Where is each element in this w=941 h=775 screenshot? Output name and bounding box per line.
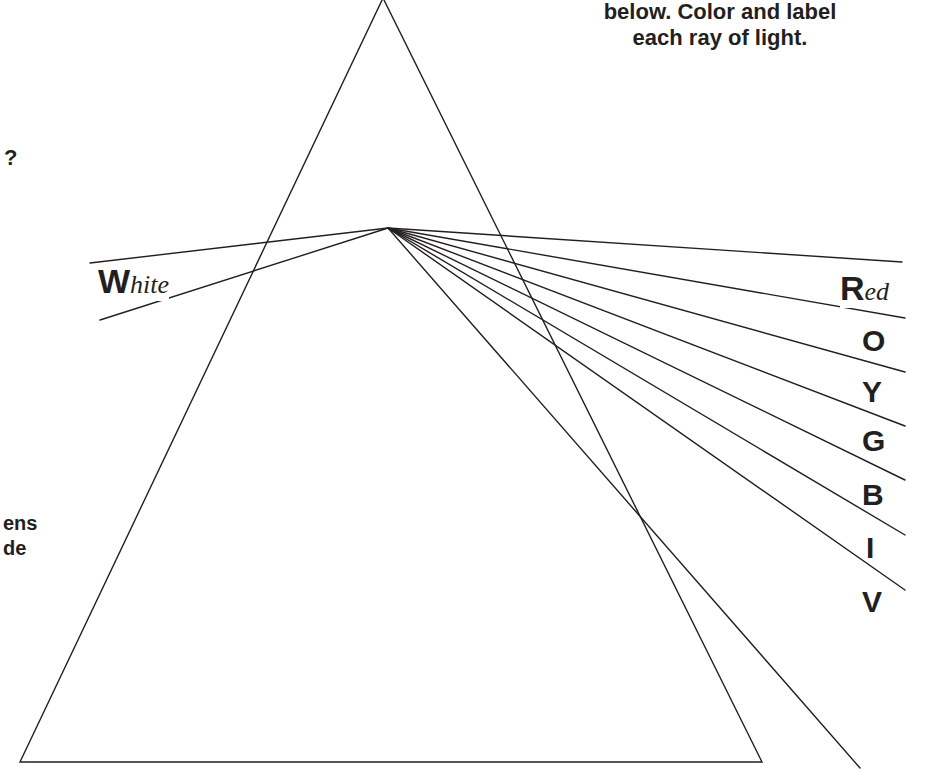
light-ray (388, 228, 905, 590)
color-initial: I (866, 531, 874, 564)
light-ray (388, 228, 905, 480)
text-fragment: de (3, 537, 26, 559)
color-initial: B (862, 478, 884, 511)
light-label: White (98, 263, 169, 300)
text-fragment: ens (3, 512, 37, 534)
instruction-text: below. Color and label (604, 0, 837, 24)
color-initial: V (862, 585, 882, 618)
white-light-ray (90, 228, 388, 263)
light-ray (388, 228, 905, 318)
color-initial: Y (862, 375, 882, 408)
light-ray (388, 228, 860, 768)
color-initial: O (862, 324, 885, 357)
color-label: Red (840, 270, 889, 307)
light-ray (388, 228, 905, 426)
color-initial: G (862, 424, 885, 457)
prism-outline (20, 0, 762, 762)
light-ray (388, 228, 905, 535)
light-ray (388, 228, 905, 372)
instruction-text: each ray of light. (633, 26, 808, 50)
question-fragment: ? (4, 146, 17, 170)
